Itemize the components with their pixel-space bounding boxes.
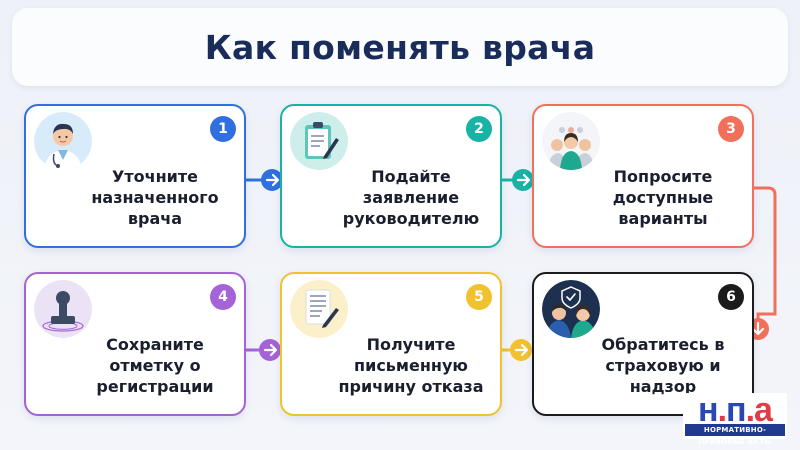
connector-5-6 (498, 339, 532, 361)
step-label: Попросите доступные варианты (612, 166, 714, 228)
step-card-3: 3 Попросите доступные варианты (532, 104, 754, 248)
doctor-icon (34, 112, 92, 170)
title-banner: Как поменять врача (12, 8, 788, 86)
step-number-badge: 1 (210, 116, 236, 142)
npa-logo-caption: НОРМАТИВНО-ПРАВОВЫЕ АКТЫ (685, 424, 785, 446)
insurance-shield-icon (542, 280, 600, 338)
step-number-badge: 3 (718, 116, 744, 142)
step-card-4: 4 Сохраните отметку о регистрации (24, 272, 246, 416)
step-card-5: 5 Получите письменную причину отказа (280, 272, 502, 416)
step-label: Уточните назначенного врача (91, 166, 219, 228)
step-label: Сохраните отметку о регистрации (96, 334, 214, 396)
step-number-badge: 2 (466, 116, 492, 142)
step-label: Подайте заявление руководителю (342, 166, 480, 228)
step-number-badge: 6 (718, 284, 744, 310)
step-label: Получите письменную причину отказа (338, 334, 484, 396)
step-label: Обратитесь в страховую и надзор (601, 334, 725, 396)
page-title: Как поменять врача (204, 27, 596, 67)
npa-logo-letters: н.п.а (698, 391, 775, 425)
step-card-1: 1 Уточните назначенного врача (24, 104, 246, 248)
stamp-icon (34, 280, 92, 338)
step-card-2: 2 Подайте заявление руководителю (280, 104, 502, 248)
step-number-badge: 5 (466, 284, 492, 310)
connector-2-3 (498, 169, 534, 191)
svg-text:н.п.а: н.п.а (698, 391, 774, 425)
npa-logo: н.п.а НОРМАТИВНО-ПРАВОВЫЕ АКТЫ (683, 391, 787, 446)
connector-1-2 (246, 169, 283, 191)
connector-4-5 (246, 339, 281, 361)
step-card-6: 6 Обратитесь в страховую и надзор (532, 272, 754, 416)
clipboard-icon (290, 112, 348, 170)
medical-team-icon (542, 112, 600, 170)
document-icon (290, 280, 348, 338)
step-number-badge: 4 (210, 284, 236, 310)
